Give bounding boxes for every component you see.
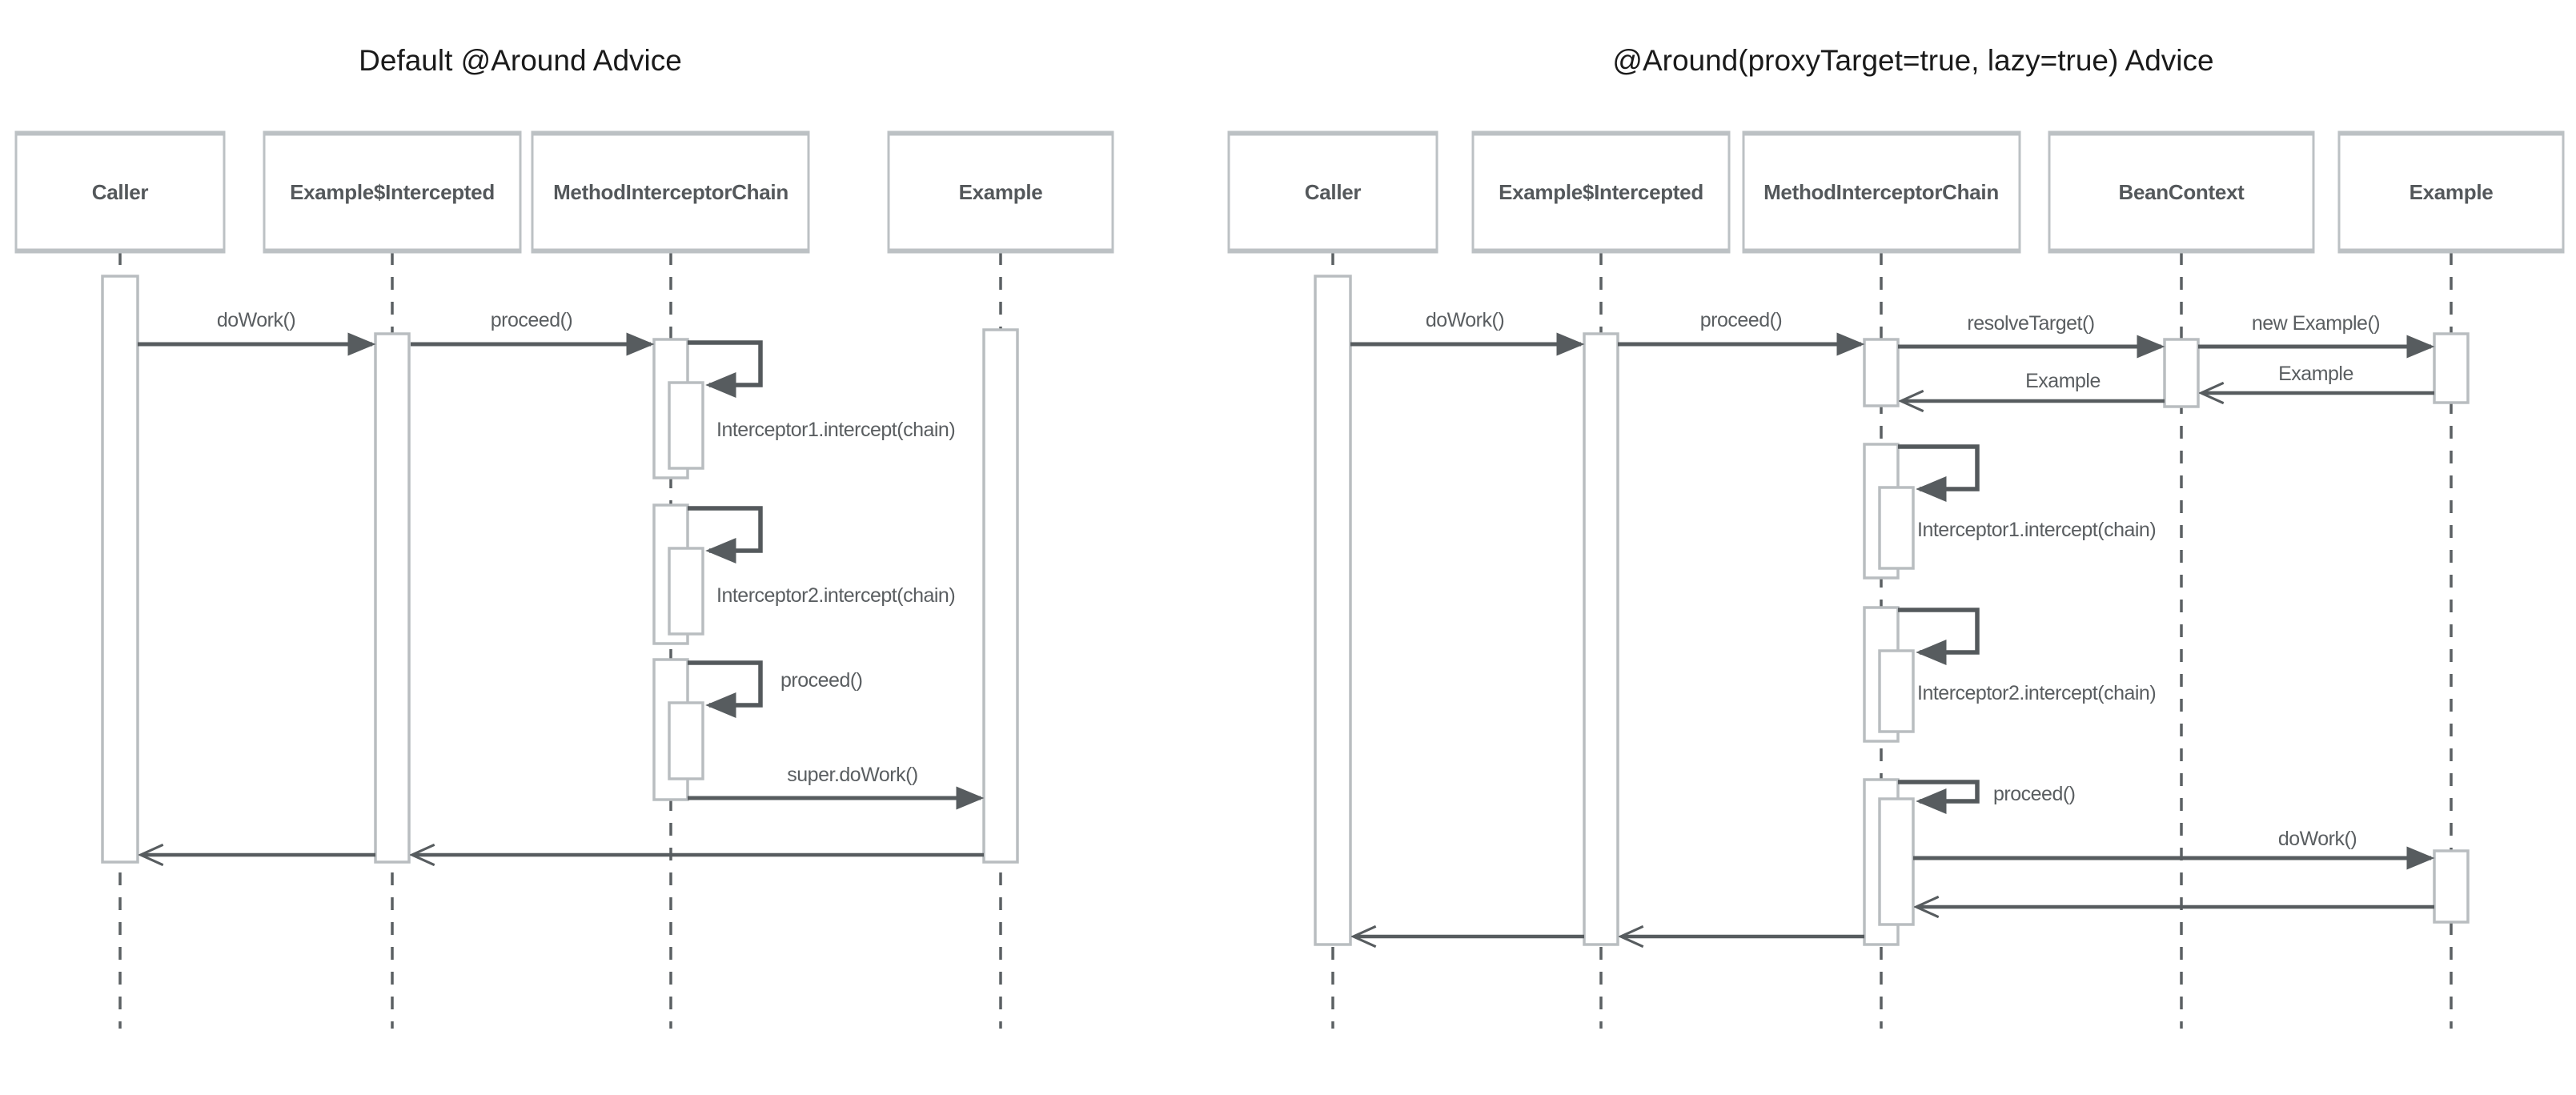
self-message-proceed: proceed() [1898,780,2076,815]
activations [1314,275,2470,946]
participant-label: Example [2409,180,2494,204]
message-label: Interceptor2.intercept(chain) [1917,682,2156,704]
message-label: proceed() [780,669,863,692]
self-message-interceptor1: Interceptor1.intercept(chain) [688,340,956,441]
activation-bar-nested [668,547,704,636]
participant-label: MethodInterceptorChain [1763,180,1999,204]
message-label: proceed() [491,309,573,331]
participant-method-interceptor-chain: MethodInterceptorChain [1742,130,2021,254]
message-new-example: new Example() [2198,312,2435,359]
participant-label: Example [959,180,1043,204]
message-label: doWork() [217,309,295,331]
self-call-arrow [688,660,763,719]
message-dowork: doWork() [138,309,376,356]
return-example-to-beancontext: Example [2202,363,2434,393]
messages: doWork() proceed() Interceptor1.intercep… [138,309,985,855]
message-label: resolveTarget() [1967,312,2094,335]
left-diagram: Default @Around Advice doWork() [14,44,1114,1029]
self-call-arrow [1898,780,1980,815]
activation-bar [2433,332,2470,404]
self-message-interceptor1: Interceptor1.intercept(chain) [1898,444,2157,541]
lifelines [118,252,1002,1029]
right-diagram: @Around(proxyTarget=true, lazy=true) Adv… [1227,44,2565,1029]
message-proceed: proceed() [411,309,655,356]
message-resolve-target: resolveTarget() [1898,312,2165,359]
activation-bar [1314,275,1352,946]
message-label: super.doWork() [787,764,917,786]
participant-method-interceptor-chain: MethodInterceptorChain [531,130,810,254]
participant-box [1471,130,1731,254]
activation-bar [2163,338,2200,408]
message-label: Interceptor1.intercept(chain) [716,419,955,441]
self-call-arrow [688,506,763,564]
participant-label: Caller [92,180,149,204]
activation-bar-nested [1878,486,1915,570]
participant-box [263,130,522,254]
participant-example-intercepted: Example$Intercepted [263,130,522,254]
activation-bar-nested [1878,797,1915,926]
activation-bar [374,332,411,864]
message-label: Example [2278,363,2353,385]
participant-example-intercepted: Example$Intercepted [1471,130,1731,254]
return-beancontext-to-chain: Example [1902,370,2165,401]
activation-bar [1863,338,1900,407]
activation-bar [1583,332,1619,946]
self-message-interceptor2: Interceptor2.intercept(chain) [1898,608,2157,704]
self-call-arrow [1898,444,1980,503]
self-message-proceed: proceed() [688,660,863,719]
participant-bean-context: BeanContext [2048,130,2315,254]
message-dowork: doWork() [1350,309,1585,356]
activation-bar-nested [1878,649,1915,733]
participant-label: MethodInterceptorChain [553,180,788,204]
diagram-title: Default @Around Advice [359,44,682,77]
participants: Caller Example$Intercepted MethodInterce… [14,130,1114,254]
participant-label: BeanContext [2118,180,2245,204]
participant-label: Caller [1305,180,1362,204]
message-super-dowork: super.doWork() [688,764,985,810]
activation-bar [101,275,139,864]
participant-caller: Caller [1227,130,1438,254]
self-call-arrow [688,340,763,399]
activation-bar [2433,849,2470,924]
message-label: proceed() [1993,783,2076,805]
participant-box [531,130,810,254]
participant-box [1742,130,2021,254]
message-dowork-target: doWork() [1913,828,2435,870]
message-label: doWork() [1426,309,1504,331]
messages: doWork() proceed() resolveTarget() new E… [1350,309,2435,937]
message-label: new Example() [2252,312,2380,335]
message-label: proceed() [1700,309,1783,331]
self-message-interceptor2: Interceptor2.intercept(chain) [688,506,956,607]
participant-box [887,130,1114,254]
activations [101,275,1019,864]
participant-label: Example$Intercepted [290,180,495,204]
participant-caller: Caller [14,130,226,254]
message-proceed: proceed() [1618,309,1865,356]
participant-example: Example [2337,130,2565,254]
participants: Caller Example$Intercepted MethodInterce… [1227,130,2565,254]
activation-bar-nested [668,701,704,780]
self-call-arrow [1898,608,1980,666]
participant-box [2048,130,2315,254]
participant-label: Example$Intercepted [1499,180,1703,204]
diagram-title: @Around(proxyTarget=true, lazy=true) Adv… [1612,44,2213,77]
activation-bar-nested [668,381,704,470]
message-label: doWork() [2278,828,2357,850]
message-label: Interceptor2.intercept(chain) [716,584,955,607]
message-label: Example [2025,370,2101,392]
participant-example: Example [887,130,1114,254]
message-label: Interceptor1.intercept(chain) [1917,519,2156,541]
activation-bar [982,328,1019,864]
